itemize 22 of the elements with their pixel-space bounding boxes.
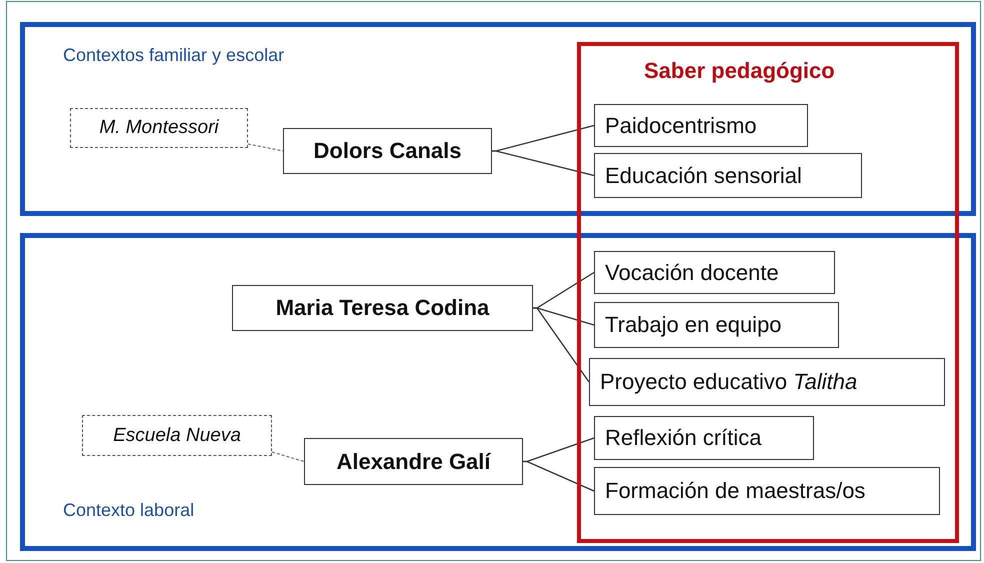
context-heading: Contextos familiar y escolar — [63, 45, 284, 66]
connector — [492, 150, 594, 176]
concept-box: Paidocentrismo — [594, 104, 808, 147]
concept-box: Vocación docente — [594, 251, 835, 294]
concept-box: Proyecto educativo Talitha — [589, 358, 945, 406]
person-box: Dolors Canals — [283, 128, 492, 174]
context-heading: Contexto laboral — [63, 500, 194, 521]
context-frame — [20, 22, 976, 216]
connector — [523, 460, 594, 492]
person-box: Alexandre Galí — [304, 438, 523, 485]
concept-box: Formación de maestras/os — [594, 467, 940, 515]
person-box: Maria Teresa Codina — [232, 285, 533, 331]
influence-box: M. Montessori — [70, 108, 248, 148]
connector — [533, 307, 590, 382]
concept-box: Reflexión crítica — [594, 416, 814, 460]
dashed-connector — [248, 144, 284, 152]
concept-box: Trabajo en equipo — [594, 302, 839, 348]
frame-heading: Saber pedagógico — [644, 58, 835, 84]
influence-box: Escuela Nueva — [82, 415, 272, 456]
dashed-connector — [272, 452, 304, 462]
context-frame — [20, 233, 976, 551]
concept-box: Educación sensorial — [594, 153, 862, 198]
